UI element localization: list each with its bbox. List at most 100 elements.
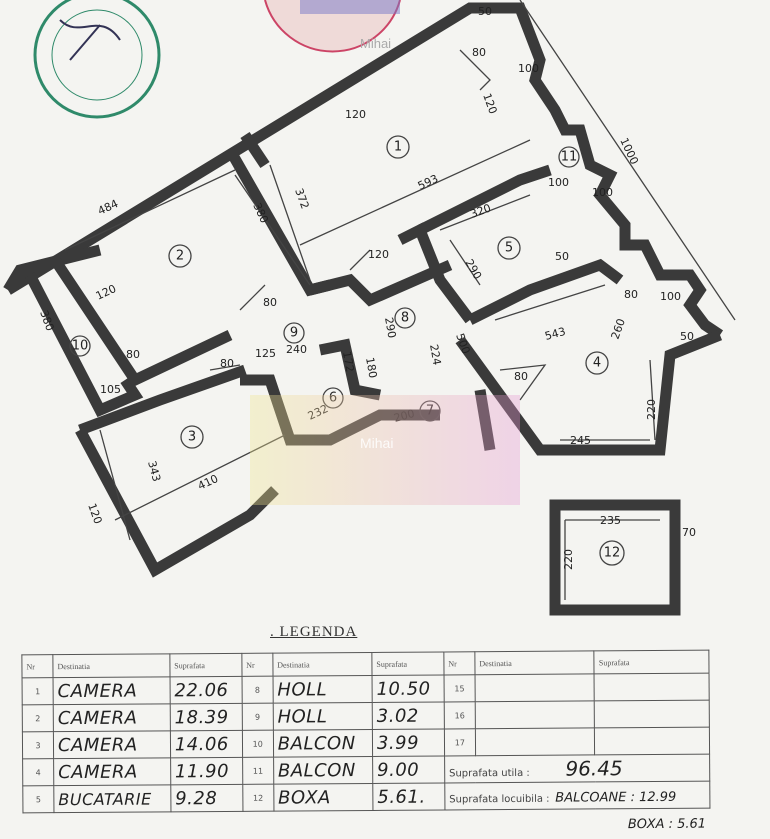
dimension-label: 120 — [94, 282, 119, 303]
cell-nr: 12 — [242, 784, 274, 812]
suprafata-utila-value: 96.45 — [565, 756, 623, 781]
dimension-label: 105 — [100, 383, 121, 396]
dimension-label: 343 — [145, 459, 163, 483]
room-number: 1 — [394, 140, 402, 155]
dimension-label: 593 — [416, 172, 441, 193]
header-destinatia: Destinatia — [474, 650, 595, 675]
dimension-label: 372 — [292, 187, 311, 211]
dimension-label: 100 — [592, 186, 613, 199]
dimension-lines — [64, 49, 660, 600]
cell-destinatia: BALCON — [273, 729, 373, 758]
cell-destinatia: CAMERA — [53, 703, 171, 732]
dimension-label: 290 — [382, 316, 398, 339]
room-number: 5 — [505, 241, 513, 256]
cell-suprafata: 5.61. — [372, 782, 445, 811]
cell-destinatia: CAMERA — [53, 676, 171, 705]
cell-suprafata — [594, 700, 710, 728]
boxa-cell: BOXA : 5.61 — [445, 808, 710, 836]
room-number: 11 — [561, 150, 578, 165]
cell-nr: 11 — [242, 757, 274, 785]
cell-suprafata: 22.06 — [169, 676, 242, 704]
header-nr: Nr — [241, 653, 273, 677]
legend-table: Nr Destinatia Suprafata Nr Destinatia Su… — [21, 650, 710, 839]
dimension-label: 50 — [555, 250, 569, 263]
room-number: 4 — [593, 356, 601, 371]
cell-nr: 1 — [22, 677, 54, 705]
room-number: 7 — [426, 404, 434, 419]
header-suprafata: Suprafata — [371, 651, 444, 676]
dimension-label: 125 — [255, 347, 276, 360]
cell-destinatia: BUCATARIE — [53, 784, 171, 813]
dimension-label: 240 — [286, 343, 307, 356]
boxa-total: BOXA : 5.61 — [627, 816, 707, 832]
header-suprafata: Suprafata — [594, 650, 710, 674]
dimension-label: 220 — [645, 399, 658, 420]
cell-nr: 4 — [22, 758, 54, 786]
cell-nr: 5 — [22, 785, 54, 813]
dimension-label: 235 — [600, 514, 621, 527]
header-destinatia: Destinatia — [52, 653, 170, 678]
dimension-label: 410 — [196, 472, 221, 493]
dimension-label: 120 — [480, 92, 499, 116]
cell-suprafata: 9.00 — [372, 755, 445, 784]
cell-suprafata: 11.90 — [170, 757, 243, 785]
dimension-label: 120 — [368, 248, 389, 261]
cell-destinatia: HOLL — [272, 675, 373, 704]
dimension-label: 484 — [96, 197, 121, 218]
cell-nr: 2 — [22, 704, 54, 732]
header-suprafata: Suprafata — [169, 653, 242, 677]
certification-stamp — [33, 0, 161, 119]
cell-suprafata — [594, 673, 710, 701]
suprafata-utila: Suprafata utila : 96.45 — [444, 754, 710, 783]
dimension-label: 70 — [682, 526, 696, 539]
cell-destinatia — [475, 700, 595, 729]
header-destinatia: Destinatia — [272, 652, 372, 677]
dimension-label: 543 — [543, 325, 567, 343]
dimension-label: 172 — [340, 350, 356, 373]
dimension-label: 290 — [462, 257, 484, 282]
room-number: 10 — [72, 339, 89, 354]
cell-suprafata: 10.50 — [371, 674, 445, 703]
watermark-text-top: Mihai — [360, 36, 391, 51]
dimension-label: 100 — [518, 62, 539, 75]
room-number: 6 — [329, 391, 337, 406]
cell-suprafata: 3.99 — [372, 728, 445, 757]
cell-nr: 15 — [443, 674, 476, 702]
cell-destinatia — [475, 727, 596, 756]
dimension-label: 245 — [570, 434, 591, 447]
dimension-label: 100 — [548, 176, 569, 189]
room-number: 3 — [188, 430, 196, 445]
balcoane-total: BALCOANE : 12.99 — [555, 789, 677, 806]
header-nr: Nr — [443, 651, 475, 675]
dimension-label: 224 — [427, 343, 443, 366]
cell-destinatia: CAMERA — [53, 730, 171, 759]
dimension-label: 500 — [453, 332, 472, 356]
dimension-label: 80 — [126, 348, 140, 361]
dimension-labels: 593 372 484 380 320 290 543 260 245 220 … — [37, 5, 696, 570]
cell-nr: 3 — [22, 731, 54, 759]
dimension-label: 50 — [680, 330, 694, 343]
table-row: BOXA : 5.61 — [23, 808, 710, 839]
dimension-label: 80 — [263, 296, 277, 309]
cell-suprafata: 18.39 — [170, 703, 243, 731]
room-number: 12 — [604, 546, 621, 561]
cell-nr: 8 — [241, 676, 273, 704]
dimension-label: 80 — [220, 357, 234, 370]
cell-suprafata: 14.06 — [170, 730, 243, 758]
cell-suprafata: 3.02 — [372, 701, 445, 730]
cell-destinatia: CAMERA — [53, 757, 171, 786]
room-number: 2 — [176, 249, 184, 264]
dimension-label: 80 — [624, 288, 638, 301]
dimension-label: 260 — [609, 317, 628, 341]
cell-destinatia: BOXA — [273, 783, 373, 812]
dimension-label: 220 — [562, 549, 575, 570]
dimension-label: 200 — [392, 407, 416, 425]
dimension-label: 120 — [85, 502, 104, 526]
cell-destinatia: HOLL — [272, 702, 373, 731]
cell-destinatia: BALCON — [273, 756, 373, 785]
dimension-label: 100 — [660, 290, 681, 303]
header-nr: Nr — [21, 654, 54, 678]
cell-suprafata — [594, 727, 710, 755]
floor-plan: Mihai 1 2 3 4 5 6 7 8 9 10 11 12 — [3, 0, 736, 616]
cell-nr: 17 — [444, 728, 476, 756]
